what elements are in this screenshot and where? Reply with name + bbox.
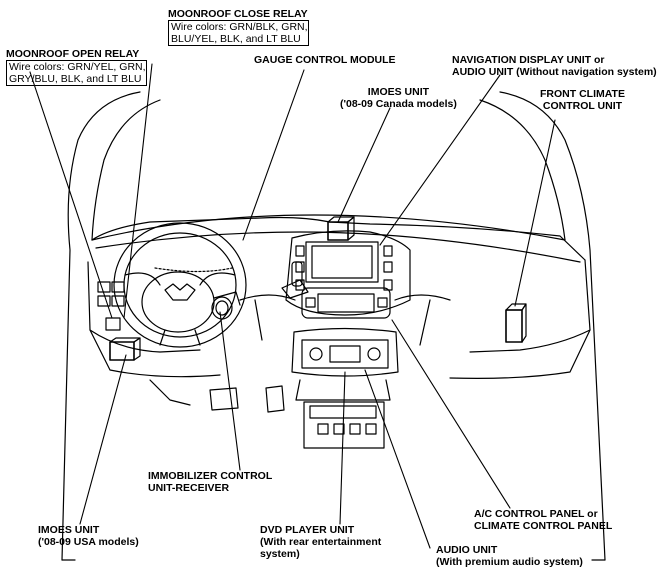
moonroof-close-relay-wires: Wire colors: GRN/BLK, GRN, BLU/YEL, BLK,… bbox=[168, 20, 309, 46]
front-climate-title-2: CONTROL UNIT bbox=[542, 100, 623, 112]
dvd-player-label: DVD PLAYER UNIT (With rear entertainment… bbox=[260, 524, 381, 560]
front-climate-unit bbox=[505, 303, 527, 343]
moonroof-close-relay-wires-1: Wire colors: GRN/BLK, GRN, bbox=[171, 21, 308, 33]
moonroof-close-relay-wires-2: BLU/YEL, BLK, and LT BLU bbox=[171, 33, 301, 45]
cabin-outline bbox=[61, 91, 606, 561]
navigation-display-title-2: AUDIO UNIT (Without navigation system) bbox=[452, 66, 657, 78]
moonroof-open-relay-wires-2: GRY/BLU, BLK, and LT BLU bbox=[9, 73, 142, 85]
audio-unit-sub: (With premium audio system) bbox=[436, 556, 583, 568]
moonroof-open-relay-title: MOONROOF OPEN RELAY bbox=[6, 48, 140, 60]
moonroof-close-relay-title: MOONROOF CLOSE RELAY bbox=[168, 8, 308, 20]
dvd-player-title: DVD PLAYER UNIT bbox=[260, 524, 355, 536]
moonroof-open-relay-wires-1: Wire colors: GRN/YEL, GRN, bbox=[9, 61, 146, 73]
gauge-control-module-title: GAUGE CONTROL MODULE bbox=[254, 54, 396, 66]
left-switches bbox=[97, 281, 141, 361]
imoes-canada-label: IMOES UNIT ('08-09 Canada models) bbox=[340, 86, 457, 110]
front-climate-label: FRONT CLIMATE CONTROL UNIT bbox=[540, 88, 625, 112]
imoes-usa-title: IMOES UNIT bbox=[38, 524, 100, 536]
pedals bbox=[149, 379, 285, 413]
audio-unit-title: AUDIO UNIT bbox=[436, 544, 498, 556]
immobilizer-title-2: UNIT-RECEIVER bbox=[148, 482, 230, 494]
immobilizer-title-1: IMMOBILIZER CONTROL bbox=[148, 470, 273, 482]
shift-lever bbox=[281, 261, 309, 299]
navigation-display-label: NAVIGATION DISPLAY UNIT or AUDIO UNIT (W… bbox=[452, 54, 657, 78]
ignition-ring bbox=[211, 291, 241, 320]
leader-lines bbox=[29, 63, 556, 549]
steering-wheel bbox=[113, 222, 247, 348]
moonroof-open-relay-wires: Wire colors: GRN/YEL, GRN, GRY/BLU, BLK,… bbox=[6, 60, 147, 86]
gauge-control-module-label: GAUGE CONTROL MODULE bbox=[254, 54, 396, 66]
audio-unit-label: AUDIO UNIT (With premium audio system) bbox=[436, 544, 583, 568]
front-climate-title-1: FRONT CLIMATE bbox=[540, 88, 625, 100]
imoes-canada-title: IMOES UNIT bbox=[367, 86, 430, 98]
ac-control-label: A/C CONTROL PANEL or CLIMATE CONTROL PAN… bbox=[474, 508, 612, 532]
immobilizer-label: IMMOBILIZER CONTROL UNIT-RECEIVER bbox=[148, 470, 272, 494]
dvd-player-sub-2: system) bbox=[260, 548, 300, 560]
moonroof-close-relay-label: MOONROOF CLOSE RELAY Wire colors: GRN/BL… bbox=[168, 8, 309, 46]
imoes-usa-label: IMOES UNIT ('08-09 USA models) bbox=[38, 524, 139, 548]
navigation-display-title-1: NAVIGATION DISPLAY UNIT or bbox=[452, 54, 605, 66]
center-stack bbox=[285, 216, 411, 449]
dashboard bbox=[87, 216, 591, 379]
moonroof-open-relay-label: MOONROOF OPEN RELAY Wire colors: GRN/YEL… bbox=[6, 48, 147, 86]
imoes-canada-sub: ('08-09 Canada models) bbox=[340, 98, 457, 110]
imoes-usa-sub: ('08-09 USA models) bbox=[38, 536, 139, 548]
dvd-player-sub-1: (With rear entertainment bbox=[260, 536, 382, 548]
ac-control-title-1: A/C CONTROL PANEL or bbox=[474, 508, 598, 520]
ac-control-title-2: CLIMATE CONTROL PANEL bbox=[474, 520, 613, 532]
